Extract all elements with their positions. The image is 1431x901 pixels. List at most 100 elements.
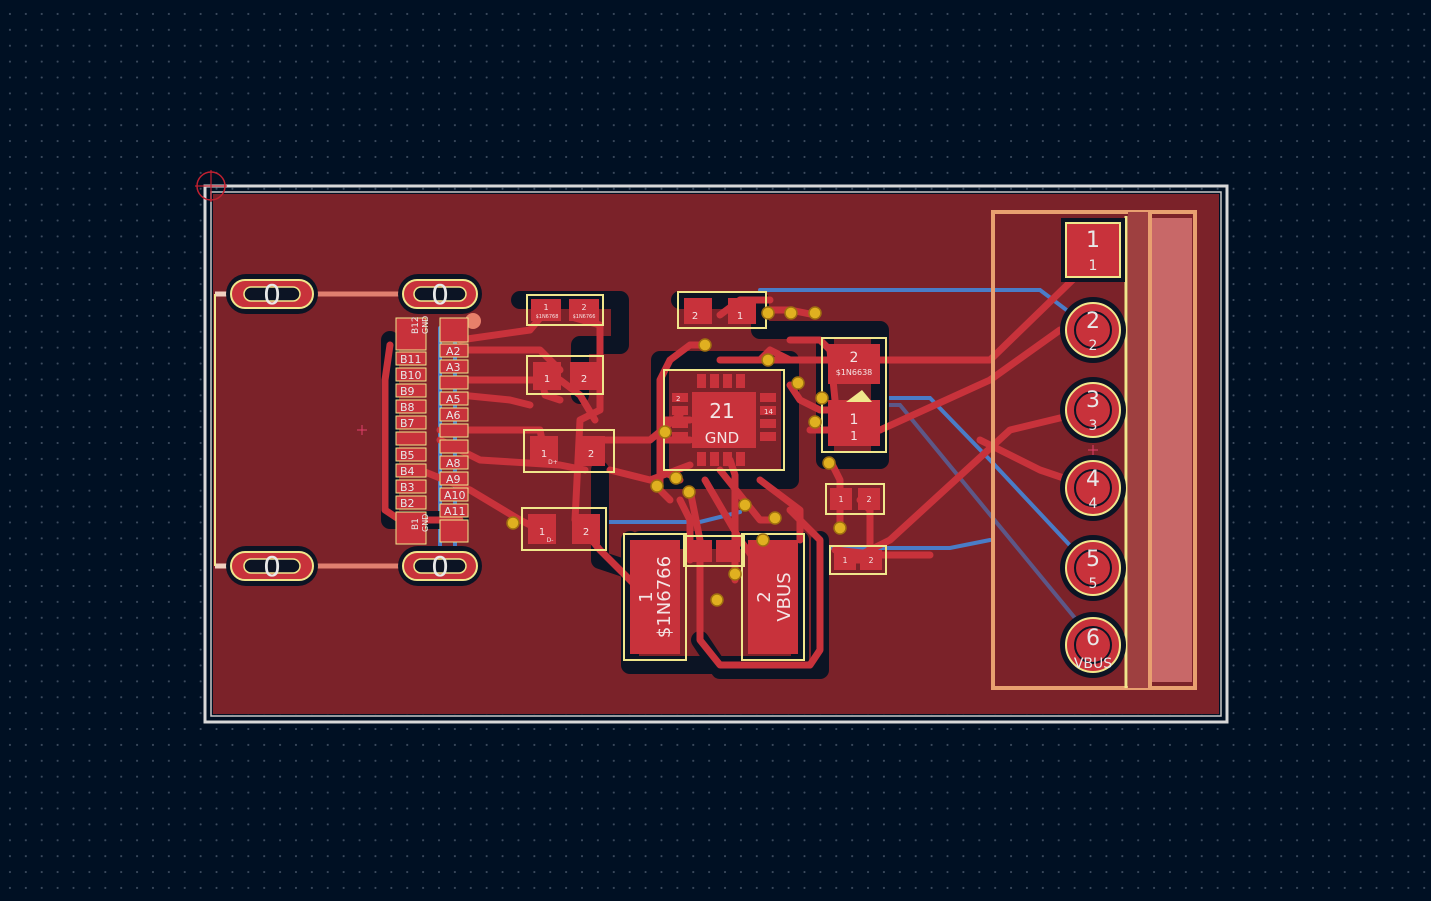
mount-pad-label: 0 <box>431 278 449 311</box>
part-label: $1N6766 <box>654 556 675 638</box>
tvs-1n6766[interactable]: 1 $1N6766 2 VBUS <box>623 533 805 661</box>
usb-npth-hole <box>465 313 481 329</box>
header-pin-sub: 5 <box>1089 576 1098 592</box>
usb-pin-label: B5 <box>400 449 415 462</box>
usb-mount-pad[interactable]: 0 <box>398 274 482 314</box>
pad-number: 2 <box>868 556 873 565</box>
header-pin-number: 3 <box>1086 388 1100 413</box>
mount-pad-label: 0 <box>431 550 449 583</box>
usb-pin-label: A10 <box>444 489 466 502</box>
pad-number: 2 <box>583 527 589 538</box>
crosshair-markers <box>357 425 1098 455</box>
usb-pads-b-column: B12 GND B11 B10 B9 B8 B7 B5 B4 B3 B2 B1 … <box>395 316 430 545</box>
usb-pin-label: B7 <box>400 417 415 430</box>
header-pin-4[interactable]: 4 4 <box>1060 455 1126 521</box>
header-pin-sub: 4 <box>1089 496 1098 512</box>
net-label: D- <box>547 537 554 544</box>
usb-mount-pad[interactable]: 0 <box>398 546 482 586</box>
pad-number: 2 <box>754 591 775 602</box>
smd-diode[interactable]: 1 2 D- <box>521 507 607 551</box>
smd-diode[interactable]: 1 2 $1N6768 $1N6766 <box>526 294 604 326</box>
usb-pads-a-column: A2 A3 A5 A6 A8 A9 A10 A11 <box>439 317 469 543</box>
usb-pin-label: GND <box>421 514 430 532</box>
header-pin-number: 6 <box>1086 626 1100 651</box>
usb-pin-label: B10 <box>400 369 422 382</box>
pad-number: 2 <box>581 374 587 385</box>
pad-number: 2 <box>866 495 871 504</box>
usb-pin-label: B3 <box>400 481 415 494</box>
usb-pin-label: B9 <box>400 385 415 398</box>
header-pin-number: 4 <box>1086 467 1100 492</box>
header-pin-2[interactable]: 2 2 <box>1060 297 1126 363</box>
mount-pad-label: 0 <box>263 550 281 583</box>
mount-pad-label: 0 <box>263 278 281 311</box>
part-label: $1N6638 <box>836 368 873 377</box>
header-pin-1[interactable]: 1 1 <box>1061 218 1125 282</box>
header-pin-5[interactable]: 5 5 <box>1060 535 1126 601</box>
smd-diode[interactable]: 2 1 <box>677 291 767 329</box>
header-pin-sub: 2 <box>1089 338 1098 354</box>
diode-1n6638[interactable]: 2 $1N6638 1 1 <box>821 337 887 453</box>
pad-number: 2 <box>588 449 594 460</box>
usb-pin-label: A5 <box>446 393 461 406</box>
header-pin-number: 2 <box>1086 309 1100 334</box>
header-pin-number: 5 <box>1086 547 1100 572</box>
smd-diode[interactable]: 1 2 <box>825 483 885 515</box>
pad-number: 2 <box>850 350 859 366</box>
ic-pins <box>672 374 776 466</box>
pad-number: 1 <box>539 527 545 538</box>
usb-mount-pad[interactable]: 0 <box>226 274 318 314</box>
pad-number: 1 <box>842 556 847 565</box>
usb-pin-label: B8 <box>400 401 415 414</box>
usb-pin-label: GND <box>421 316 430 334</box>
pad-number: 2 <box>692 311 698 322</box>
header-pin-6[interactable]: 6 VBUS <box>1060 612 1126 678</box>
ic-pin-label: 14 <box>764 408 773 416</box>
pad-number: 1 <box>541 449 547 460</box>
header-pin-sub: 1 <box>1089 258 1098 274</box>
pad-number: 1 <box>838 495 843 504</box>
header-pin-3[interactable]: 3 3 <box>1060 377 1126 443</box>
pad-number: 1 <box>543 303 548 312</box>
usb-pin-label: A6 <box>446 409 461 422</box>
pad-number: 1 <box>850 412 859 428</box>
net-label: VBUS <box>774 572 795 621</box>
smd-diode[interactable]: 1 2 <box>526 355 604 395</box>
header-pin-sub: VBUS <box>1074 656 1112 672</box>
header-pin-sub: 3 <box>1089 418 1098 434</box>
origin-marker <box>195 170 227 202</box>
ic-pad-net: GND <box>705 429 739 447</box>
pad-number: 2 <box>581 303 586 312</box>
ic-pad-number: 21 <box>709 399 734 423</box>
pad-number: 1 <box>737 311 743 322</box>
pad-number: 1 <box>636 591 657 602</box>
usb-pin-label: A8 <box>446 457 461 470</box>
usb-pin-label: A2 <box>446 345 461 358</box>
usb-pin-label: B11 <box>400 353 422 366</box>
smd-components: 1 2 $1N6768 $1N6766 1 2 1 2 D+ 1 2 D- <box>521 291 887 575</box>
net-label: D+ <box>548 459 558 466</box>
vias <box>506 306 847 607</box>
pad-number: 1 <box>544 374 550 385</box>
ic-pin-label: 2 <box>676 395 680 403</box>
usb-pin-label: A9 <box>446 473 461 486</box>
usb-mount-pad[interactable]: 0 <box>226 546 318 586</box>
smd-diode[interactable]: 1 2 <box>829 545 887 575</box>
part-label: $1N6766 <box>573 314 596 320</box>
usb-pin-label: B1 <box>411 518 421 530</box>
shield-traces <box>215 291 410 569</box>
usb-mount-pads: 0 0 0 0 <box>226 274 482 586</box>
usb-pin-label: B12 <box>411 316 421 334</box>
header-pins: 1 1 2 2 3 3 4 4 5 5 <box>1060 218 1126 678</box>
usb-pin-label: B2 <box>400 497 415 510</box>
part-label: $1N6768 <box>536 314 559 320</box>
usb-pin-label: A3 <box>446 361 461 374</box>
header-pin-number: 1 <box>1086 228 1100 253</box>
main-ic[interactable]: 21 GND 2 14 <box>663 369 785 471</box>
usb-pin-label: B4 <box>400 465 415 478</box>
pin-header <box>991 210 1197 690</box>
pad-number: 1 <box>850 429 858 443</box>
smd-diode[interactable]: 1 2 D+ <box>523 429 615 473</box>
smd-diode[interactable] <box>683 535 745 567</box>
